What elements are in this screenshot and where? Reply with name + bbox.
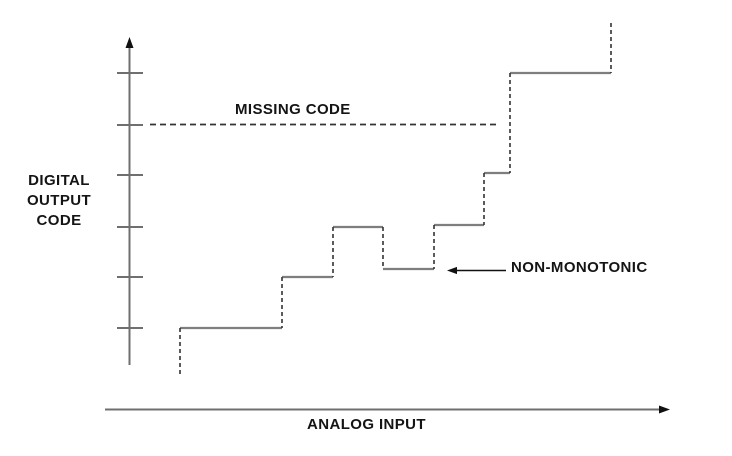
missing-code-label: MISSING CODE [235, 101, 351, 118]
y-axis-label-line1: DIGITAL [28, 172, 90, 189]
y-axis [117, 37, 143, 365]
y-axis-label: DIGITAL OUTPUT CODE [16, 171, 102, 231]
transfer-curve [179, 23, 612, 377]
x-axis-label: ANALOG INPUT [307, 416, 426, 433]
non-monotonic-arrow [447, 266, 506, 275]
x-axis [105, 405, 670, 414]
non-monotonic-label: NON-MONOTONIC [511, 259, 648, 276]
y-axis-label-line3: CODE [36, 212, 82, 229]
y-axis-label-line2: OUTPUT [26, 192, 92, 209]
